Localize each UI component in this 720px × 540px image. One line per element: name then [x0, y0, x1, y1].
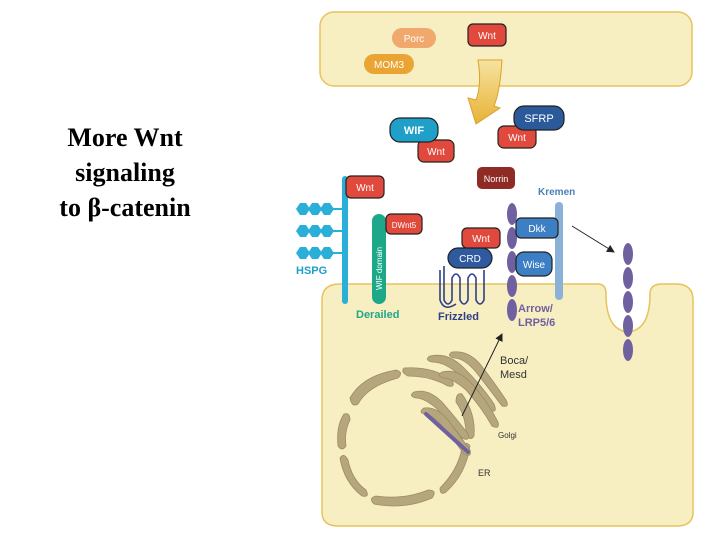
norrin-label: Norrin — [477, 167, 515, 189]
boca-label-1: Boca/ — [500, 355, 529, 367]
boca-label-2: Mesd — [500, 369, 527, 381]
trafficking-arrow — [461, 333, 503, 417]
hspg-wnt: Wnt — [345, 175, 385, 199]
arrow-lrp-label-2: LRP5/6 — [518, 317, 555, 329]
svg-text:Dkk: Dkk — [528, 224, 546, 235]
dkk-label: Dkk — [515, 217, 559, 239]
internalization-arrow — [571, 225, 615, 253]
kremen-receptor — [555, 202, 563, 300]
svg-text:CRD: CRD — [459, 254, 481, 265]
internalized-lrp — [623, 243, 633, 361]
svg-text:Wnt: Wnt — [427, 147, 445, 158]
hspg-core — [342, 176, 348, 304]
title-line-2: signaling — [75, 158, 175, 188]
svg-text:WIF domain: WIF domain — [375, 247, 384, 290]
svg-text:Porc: Porc — [404, 34, 425, 45]
secreted-wnt: Wnt — [467, 23, 507, 47]
svg-text:Wnt: Wnt — [472, 234, 490, 245]
er-label: ER — [478, 468, 491, 478]
secreting-cell — [319, 11, 693, 87]
hspg-label: HSPG — [296, 265, 327, 277]
slide-title: More Wnt signaling to β-catenin — [20, 120, 230, 225]
porc-label: Porc — [392, 28, 436, 48]
svg-text:Wnt: Wnt — [478, 31, 496, 42]
mom3-label: MOM3 — [364, 54, 414, 74]
frizzled-receptor: CRD Wnt — [439, 227, 501, 308]
frizzled-label: Frizzled — [438, 311, 479, 323]
wise-label: Wise — [515, 251, 553, 277]
svg-text:MOM3: MOM3 — [374, 60, 404, 71]
er-organelle — [337, 367, 475, 507]
sfrp-complex: Wnt SFRP — [497, 105, 565, 149]
wif-complex: Wnt WIF — [389, 117, 455, 163]
svg-text:WIF: WIF — [404, 125, 424, 137]
derailed-label: Derailed — [356, 309, 399, 321]
svg-text:SFRP: SFRP — [524, 113, 553, 125]
hspg-chains — [296, 203, 344, 259]
svg-text:Wise: Wise — [523, 260, 546, 271]
svg-text:Norrin: Norrin — [484, 174, 509, 184]
secretion-arrow — [467, 59, 503, 125]
golgi-cargo — [424, 412, 470, 454]
title-line-3: to β-catenin — [59, 193, 191, 223]
title-line-1: More Wnt — [67, 123, 183, 152]
svg-text:Wnt: Wnt — [508, 133, 526, 144]
svg-text:Wnt: Wnt — [356, 183, 374, 194]
golgi-label: Golgi — [498, 431, 517, 440]
lrp-receptor — [507, 203, 517, 321]
derailed-receptor: WIF domain DWnt5 — [372, 213, 423, 304]
kremen-label: Kremen — [538, 187, 575, 198]
arrow-lrp-label-1: Arrow/ — [518, 303, 553, 315]
svg-text:DWnt5: DWnt5 — [392, 221, 417, 230]
